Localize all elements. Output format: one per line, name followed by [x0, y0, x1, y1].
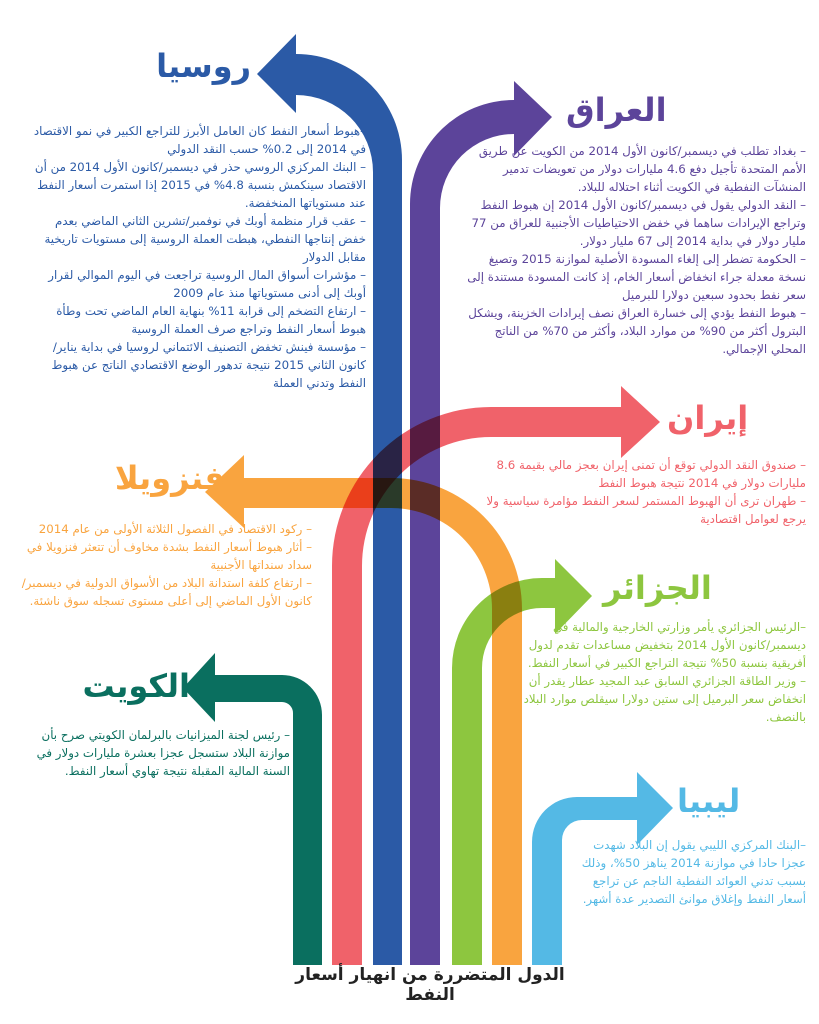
list-item: – مؤشرات أسواق المال الروسية تراجعت في ا…: [48, 268, 366, 300]
list-item: – النقد الدولي يقول في ديسمبر/كانون الأو…: [471, 198, 806, 248]
list-item: –البنك المركزي الليبي يقول إن البلاد شهد…: [581, 838, 806, 906]
algeria-points: –الرئيس الجزائري يأمر وزارتي الخارجية وا…: [523, 618, 806, 726]
list-item: – بغداد تطلب في ديسمبر/كانون الأول 2014 …: [478, 144, 806, 194]
libya-title: ليبيا: [677, 782, 741, 820]
list-item: – ارتفاع التضخم إلى قرابة 11% بنهاية الع…: [56, 304, 366, 336]
venezuela-points: – ركود الاقتصاد في الفصول الثلاثة الأولى…: [20, 520, 312, 610]
list-item: – أثار هبوط أسعار النفط بشدة مخاوف أن تت…: [26, 540, 312, 572]
algeria-title: الجزائر: [603, 569, 712, 607]
iraq-points: – بغداد تطلب في ديسمبر/كانون الأول 2014 …: [460, 142, 806, 358]
list-item: – صندوق النقد الدولي توقع أن تمنى إيران …: [496, 458, 806, 490]
kuwait-title: الكويت: [82, 667, 190, 705]
list-item: – عقب قرار منظمة أوبك في نوفمبر/تشرين ال…: [44, 214, 366, 264]
infographic-title: الدول المتضررة من انهيار أسعار النفط: [295, 965, 565, 1005]
libya-points: –البنك المركزي الليبي يقول إن البلاد شهد…: [573, 836, 806, 908]
list-item: – البنك المركزي الروسي حذر في ديسمبر/كان…: [34, 160, 366, 210]
list-item: – هبوط النفط يؤدي إلى خسارة العراق نصف إ…: [468, 306, 806, 356]
list-item: – الحكومة تضطر إلى إلغاء المسودة الأصلية…: [467, 252, 806, 302]
russia-title: روسيا: [156, 47, 251, 85]
list-item: –هبوط أسعار النفط كان العامل الأبرز للتر…: [33, 124, 366, 156]
list-item: – طهران ترى أن الهبوط المستمر لسعر النفط…: [486, 494, 806, 526]
arrow-venezuela: [205, 455, 522, 965]
iran-title: إيران: [667, 399, 749, 437]
iran-points: – صندوق النقد الدولي توقع أن تمنى إيران …: [468, 456, 806, 528]
list-item: – ارتفاع كلفة استدانة البلاد من الأسواق …: [21, 576, 312, 608]
kuwait-points: – رئيس لجنة الميزانيات بالبرلمان الكويتي…: [26, 726, 290, 780]
russia-points: –هبوط أسعار النفط كان العامل الأبرز للتر…: [26, 122, 366, 392]
arrow-iraq: [410, 81, 552, 965]
arrow-kuwait: [183, 653, 322, 965]
iraq-title: العراق: [566, 91, 667, 129]
list-item: – رئيس لجنة الميزانيات بالبرلمان الكويتي…: [36, 728, 290, 778]
venezuela-title: فنزويلا: [114, 459, 225, 497]
arrow-libya: [532, 772, 673, 965]
list-item: –الرئيس الجزائري يأمر وزارتي الخارجية وا…: [527, 620, 806, 670]
arrow-algeria: [452, 559, 592, 965]
list-item: – ركود الاقتصاد في الفصول الثلاثة الأولى…: [38, 522, 312, 536]
arrow-iran: [332, 386, 660, 965]
list-item: – مؤسسة فينش تخفض التصنيف الائتماني لروس…: [51, 340, 366, 390]
list-item: – وزير الطاقة الجزائري السابق عبد المجيد…: [523, 674, 806, 724]
